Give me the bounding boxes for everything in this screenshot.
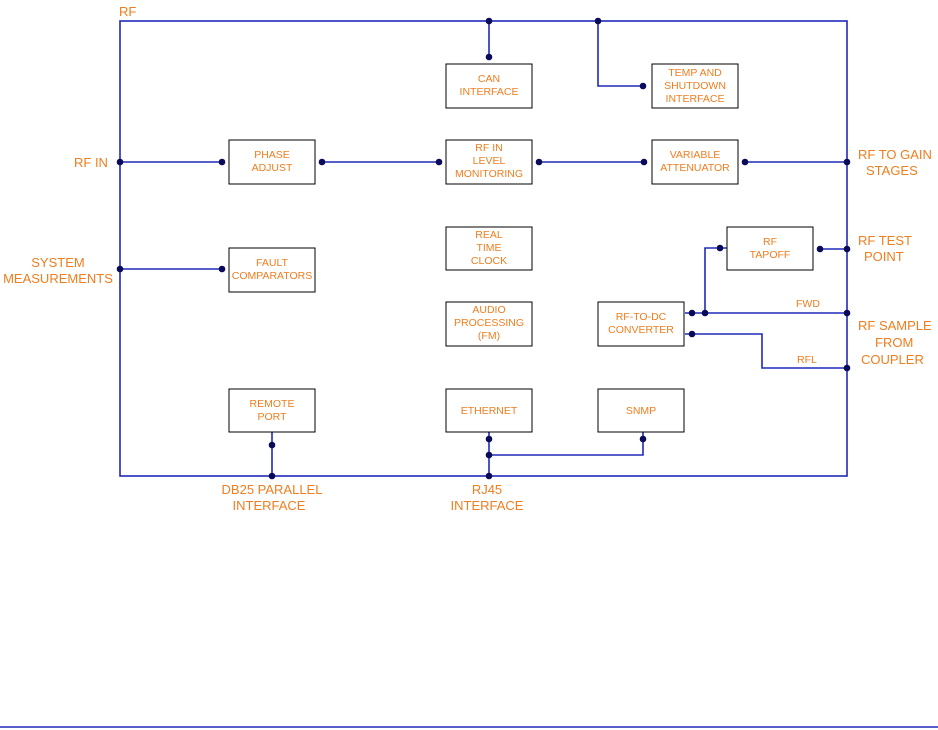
- junction-dot: [116, 265, 124, 273]
- label-rf: RF: [119, 4, 136, 19]
- block-ethernet: ETHERNET: [445, 388, 533, 433]
- junction-dot: [268, 441, 276, 449]
- label-rf-in: RF IN: [74, 155, 108, 170]
- wire-tapoff-to-converter: [704, 247, 727, 313]
- junction-dot: [485, 451, 493, 459]
- junction-dot: [535, 158, 543, 166]
- junction-dot: [639, 435, 647, 443]
- junction-dot: [688, 309, 696, 317]
- svg-text:ETHERNET: ETHERNET: [461, 405, 518, 417]
- junction-dot: [268, 472, 276, 480]
- junction-dot: [701, 309, 709, 317]
- junction-dot: [485, 435, 493, 443]
- label-rfl: RFL: [797, 354, 817, 366]
- junction-dot: [816, 245, 824, 253]
- junction-dot: [741, 158, 749, 166]
- junction-dot: [843, 309, 851, 317]
- junction-dot: [218, 265, 226, 273]
- junction-dots: [116, 17, 851, 480]
- junction-dot: [116, 158, 124, 166]
- wire-rfl: [685, 333, 847, 369]
- junction-dot: [843, 245, 851, 253]
- junction-dot: [639, 82, 647, 90]
- junction-dot: [843, 158, 851, 166]
- junction-dot: [716, 244, 724, 252]
- junction-dot: [485, 53, 493, 61]
- junction-dot: [843, 364, 851, 372]
- block-snmp: SNMP: [597, 388, 685, 433]
- junction-dot: [594, 17, 602, 25]
- junction-dot: [318, 158, 326, 166]
- junction-dot: [218, 158, 226, 166]
- junction-dot: [640, 158, 648, 166]
- junction-dot: [485, 472, 493, 480]
- junction-dot: [688, 330, 696, 338]
- svg-text:SNMP: SNMP: [626, 405, 656, 417]
- label-fwd: FWD: [796, 298, 820, 310]
- junction-dot: [485, 17, 493, 25]
- wire-snmp: [489, 432, 644, 456]
- junction-dot: [435, 158, 443, 166]
- wire-temp-bus: [597, 21, 643, 87]
